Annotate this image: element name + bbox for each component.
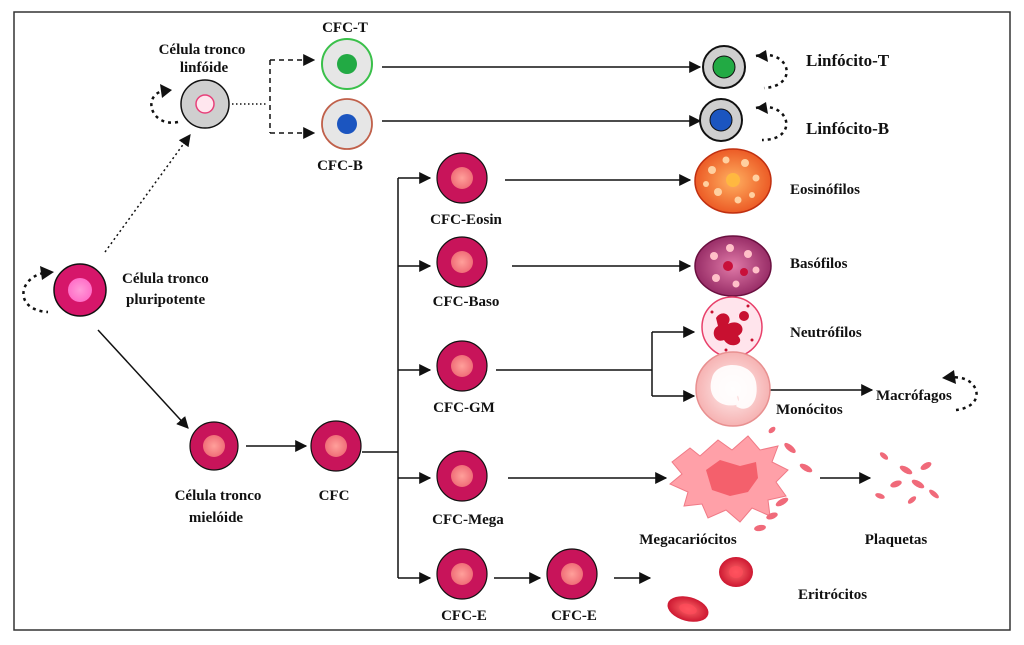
- label-myeloid-2: mielóide: [189, 510, 243, 526]
- label-eosinophils: Eosinófilos: [790, 182, 860, 198]
- self-renew-lymphocyte-b-icon: [755, 105, 788, 142]
- self-renew-pluripotent-arrowhead: [40, 266, 54, 280]
- cfc-t-cell: [321, 38, 373, 90]
- megakaryocyte-cell: [669, 435, 789, 523]
- eosinophil-cell: [694, 148, 772, 214]
- cfc-b-cell: [321, 98, 373, 150]
- label-macrophages: Macrófagos: [876, 388, 952, 404]
- lymphocyte-t-cell: [702, 45, 746, 89]
- label-cfc-b: CFC-B: [317, 158, 363, 174]
- arrow-pluri-to-lymphoid: [104, 134, 191, 253]
- self-renew-lymphocyte-b-arrowhead: [756, 102, 768, 114]
- label-pluripotent-1: Célula tronco: [122, 271, 209, 287]
- label-megakaryocytes: Megacariócitos: [639, 532, 737, 548]
- monocyte-cell: [695, 351, 771, 427]
- lymphocyte-b-cell: [699, 98, 743, 142]
- self-renew-lymphocyte-t-arrowhead: [756, 50, 768, 62]
- diagram-frame: [13, 11, 1011, 631]
- label-cfc-mega: CFC-Mega: [432, 512, 504, 528]
- label-cfc: CFC: [319, 488, 350, 504]
- self-renew-lymphocyte-t-icon: [755, 53, 788, 90]
- erythrocyte-cell-2: [667, 596, 709, 622]
- cfc-e2-cell: [546, 548, 598, 600]
- label-myeloid-1: Célula tronco: [175, 488, 262, 504]
- megakaryocyte-platelets: [754, 426, 813, 532]
- label-lymphoid-2: linfóide: [180, 60, 229, 76]
- cfc-gm-cell: [436, 340, 488, 392]
- self-renew-pluripotent-icon: [22, 270, 51, 314]
- self-renew-macrophage-arrowhead: [942, 370, 956, 384]
- myeloid-stem-cell: [189, 421, 239, 471]
- label-basophils: Basófilos: [790, 256, 848, 272]
- label-cfc-e2: CFC-E: [551, 608, 597, 624]
- label-cfc-t: CFC-T: [322, 20, 368, 36]
- platelets-group: [875, 452, 939, 504]
- neutrophil-cell: [701, 296, 763, 358]
- basophil-cell: [694, 235, 772, 297]
- self-renew-lymphoid-arrowhead: [160, 84, 172, 98]
- cfc-eosin-cell: [436, 152, 488, 204]
- label-cfc-e1: CFC-E: [441, 608, 487, 624]
- cfc-baso-cell: [436, 236, 488, 288]
- label-monocytes: Monócitos: [776, 402, 843, 418]
- self-renew-macrophage-icon: [947, 376, 978, 412]
- lymphoid-stem-cell: [180, 79, 230, 129]
- label-cfc-eosin: CFC-Eosin: [430, 212, 502, 228]
- label-neutrophils: Neutrófilos: [790, 325, 862, 341]
- label-pluripotent-2: pluripotente: [126, 292, 206, 308]
- label-cfc-gm: CFC-GM: [433, 400, 495, 416]
- erythrocyte-cell-1: [719, 557, 753, 587]
- label-lymphocyte-t: Linfócito-T: [806, 51, 890, 70]
- label-lymphocyte-b: Linfócito-B: [806, 119, 889, 138]
- label-erythrocytes: Eritrócitos: [798, 587, 867, 603]
- arrow-pluri-to-myeloid: [97, 329, 189, 429]
- cfc-e1-cell: [436, 548, 488, 600]
- label-cfc-baso: CFC-Baso: [433, 294, 500, 310]
- pluripotent-stem-cell: [53, 263, 107, 317]
- label-platelets: Plaquetas: [865, 532, 928, 548]
- cfc-mega-cell: [436, 450, 488, 502]
- cfc-cell: [310, 420, 362, 472]
- self-renew-lymphoid-icon: [150, 88, 179, 124]
- label-lymphoid-1: Célula tronco: [159, 42, 246, 58]
